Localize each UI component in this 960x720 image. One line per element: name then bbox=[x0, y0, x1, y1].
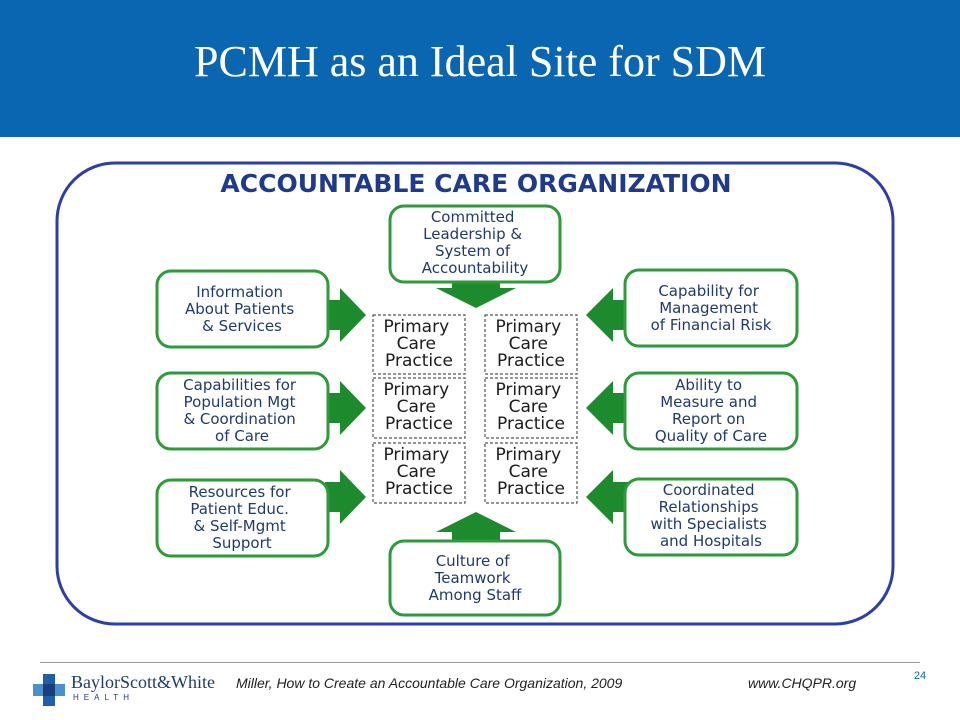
pcp-cell-frame bbox=[372, 377, 466, 439]
logo-subtitle: HEALTH bbox=[73, 693, 134, 702]
arrow-right-1 bbox=[586, 288, 628, 342]
box-right-3-label: Coordinated Relationships with Specialis… bbox=[650, 481, 771, 550]
arrow-top bbox=[436, 276, 516, 308]
box-bottom-frame bbox=[388, 539, 562, 617]
cross-logo-icon bbox=[33, 674, 65, 706]
arrow-bottom bbox=[436, 512, 516, 544]
pcp-cell-label: Primary Care Practice bbox=[495, 317, 566, 371]
website-link[interactable]: www.CHQPR.org bbox=[748, 675, 857, 691]
title-bar: PCMH as an Ideal Site for SDM bbox=[0, 0, 960, 137]
pcp-cell-label: Primary Care Practice bbox=[495, 380, 566, 434]
box-right-1-label: Capability for Management of Financial R… bbox=[651, 282, 772, 334]
box-bottom-label: Culture of Teamwork Among Staff bbox=[429, 552, 522, 604]
pcp-cell-label: Primary Care Practice bbox=[383, 317, 454, 371]
arrow-right-3 bbox=[586, 470, 628, 524]
citation-text: Miller, How to Create an Accountable Car… bbox=[236, 675, 623, 691]
pcp-cell-frame bbox=[372, 314, 466, 375]
box-right-2-label: Ability to Measure and Report on Quality… bbox=[655, 376, 767, 445]
pcp-cell-label: Primary Care Practice bbox=[495, 445, 566, 499]
pcp-cell-frame bbox=[484, 377, 578, 439]
arrow-left-2 bbox=[325, 381, 366, 435]
pcp-cell-frame bbox=[484, 442, 578, 504]
arrow-right-2 bbox=[586, 381, 628, 435]
slide-title: PCMH as an Ideal Site for SDM bbox=[194, 37, 766, 86]
footer-divider bbox=[40, 662, 920, 663]
aco-heading: ACCOUNTABLE CARE ORGANIZATION bbox=[220, 169, 731, 198]
logo-name: BaylorScott&White bbox=[71, 672, 215, 692]
box-left-2-frame bbox=[155, 371, 330, 451]
box-left-1-frame bbox=[155, 269, 330, 349]
box-right-3-frame bbox=[623, 477, 799, 557]
box-left-3-frame bbox=[155, 478, 330, 558]
box-right-2-frame bbox=[623, 371, 799, 451]
pcp-cell-frame bbox=[372, 442, 466, 504]
pcp-cell-frame bbox=[484, 314, 578, 375]
baylor-logo: BaylorScott&White HEALTH bbox=[31, 672, 231, 708]
box-left-1-label: Information About Patients & Services bbox=[185, 283, 299, 335]
pcp-cell-label: Primary Care Practice bbox=[383, 380, 454, 434]
box-left-2-label: Capabilities for Population Mgt & Coordi… bbox=[183, 376, 301, 445]
aco-frame bbox=[55, 161, 895, 626]
page-number: 24 bbox=[913, 670, 927, 682]
arrow-left-1 bbox=[325, 288, 366, 342]
box-right-1-frame bbox=[623, 268, 799, 348]
box-top-frame bbox=[388, 204, 562, 284]
arrow-left-3 bbox=[325, 470, 366, 524]
box-left-3-label: Resources for Patient Educ. & Self-Mgmt … bbox=[189, 483, 296, 552]
pcp-cell-label: Primary Care Practice bbox=[383, 445, 454, 499]
box-top-label: Committed Leadership & System of Account… bbox=[422, 208, 529, 277]
primary-care-grid: Primary Care Practice Primary Care Pract… bbox=[372, 314, 578, 504]
